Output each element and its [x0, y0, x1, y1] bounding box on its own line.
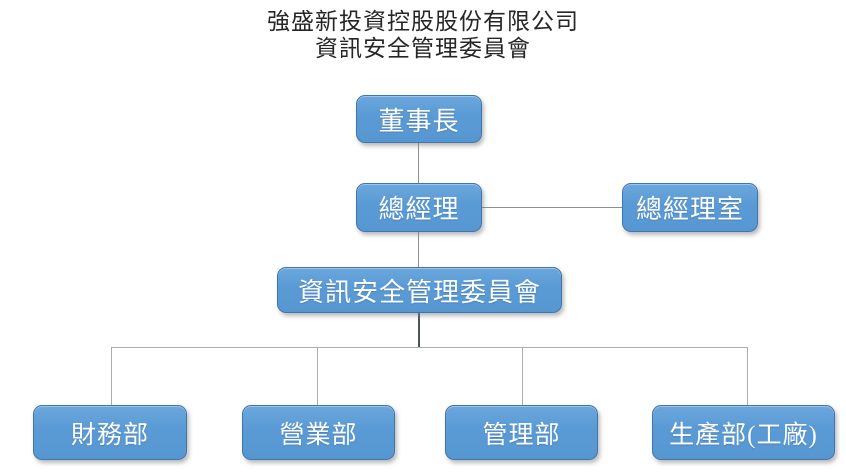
page-title: 強盛新投資控股股份有限公司 資訊安全管理委員會 [0, 8, 846, 62]
org-node-general-manager: 總經理 [356, 183, 482, 232]
company-name: 強盛新投資控股股份有限公司 [267, 9, 579, 34]
connector-chairman-gm [418, 143, 419, 183]
org-node-sales-dept: 營業部 [242, 405, 395, 460]
connector-gm-gmoffice [482, 207, 622, 208]
org-node-production-dept: 生產部(工廠) [652, 405, 835, 460]
chart-subtitle: 資訊安全管理委員會 [315, 36, 531, 61]
org-node-chairman: 董事長 [356, 95, 482, 143]
connector-drop-sales [317, 347, 318, 405]
connector-committee-stem [418, 313, 420, 348]
org-node-infosec-committee: 資訊安全管理委員會 [277, 267, 562, 313]
connector-gm-committee [418, 232, 419, 267]
connector-drop-finance [111, 347, 112, 405]
org-node-admin-dept: 管理部 [445, 405, 598, 460]
org-node-gm-office: 總經理室 [622, 183, 758, 232]
connector-drop-admin [522, 347, 523, 405]
org-node-finance-dept: 財務部 [33, 405, 187, 460]
connector-drop-production [747, 347, 748, 405]
connector-horizontal-bus [111, 347, 747, 348]
